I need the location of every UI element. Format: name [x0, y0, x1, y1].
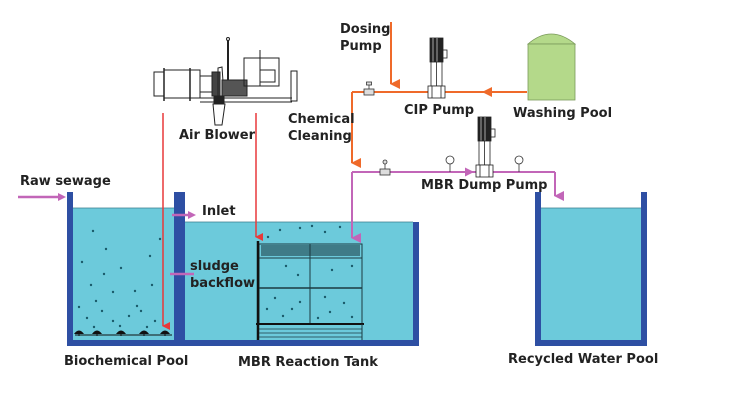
membrane-module — [256, 241, 364, 340]
air-blower — [153, 37, 298, 126]
sludge-particles — [77, 229, 162, 329]
inlet-label: Inlet — [202, 204, 236, 219]
washing-pool-flow-arrow — [482, 87, 492, 97]
mbr-dump-pump-label: MBR Dump Pump — [421, 178, 548, 193]
mbr-tank-floor — [185, 340, 419, 346]
air-blower-label: Air Blower — [179, 128, 255, 143]
washing-pool-label: Washing Pool — [513, 106, 613, 121]
pressure-gauge-2 — [514, 155, 524, 172]
biochemical-pool-label: Biochemical Pool — [64, 354, 189, 369]
washing-pool-tank — [526, 33, 577, 101]
recycled-pool-water — [541, 208, 641, 340]
recycled-water-pool-label: Recycled Water Pool — [508, 352, 659, 367]
mbr-dump-pump — [475, 116, 496, 178]
mbr-reaction-tank — [185, 221, 419, 346]
chemical-cleaning-label-line1: Chemical — [288, 112, 355, 127]
chemical-cleaning-label-line2: Cleaning — [288, 129, 352, 144]
biochemical-pool-floor — [67, 340, 185, 346]
aerator-diffusers — [74, 330, 172, 336]
biochemical-pool — [67, 192, 185, 346]
mbr-tank-right-wall — [413, 222, 419, 346]
cip-pump — [427, 37, 448, 99]
membrane-particles — [265, 224, 354, 320]
recycled-pool-right-wall — [641, 192, 647, 346]
biochemical-pool-left-wall — [67, 192, 73, 346]
biochemical-pool-water — [73, 208, 174, 340]
recycled-pool-left-wall — [535, 192, 541, 346]
shared-wall — [174, 192, 185, 346]
mbr-tank-water — [185, 222, 413, 340]
raw-sewage-arrow — [58, 193, 66, 201]
dosing-pump-label-line1: Dosing — [340, 22, 391, 37]
dosing-pump-label-line2: Pump — [340, 39, 382, 54]
mbr-line-valve — [379, 159, 391, 176]
inlet-arrow — [188, 211, 196, 219]
mbr-reaction-tank-label: MBR Reaction Tank — [238, 355, 378, 370]
recycled-pool-floor — [535, 340, 647, 346]
mbr-pump-flow-arrow — [465, 167, 474, 177]
cip-pump-label: CIP Pump — [404, 103, 475, 118]
chemical-valve — [363, 81, 375, 96]
sludge-backflow-label-line1: sludge — [190, 259, 239, 274]
sludge-backflow-label-line2: backflow — [190, 276, 256, 291]
pressure-gauge-1 — [445, 155, 455, 172]
recycled-water-pool — [535, 192, 647, 346]
raw-sewage-label: Raw sewage — [20, 174, 111, 189]
